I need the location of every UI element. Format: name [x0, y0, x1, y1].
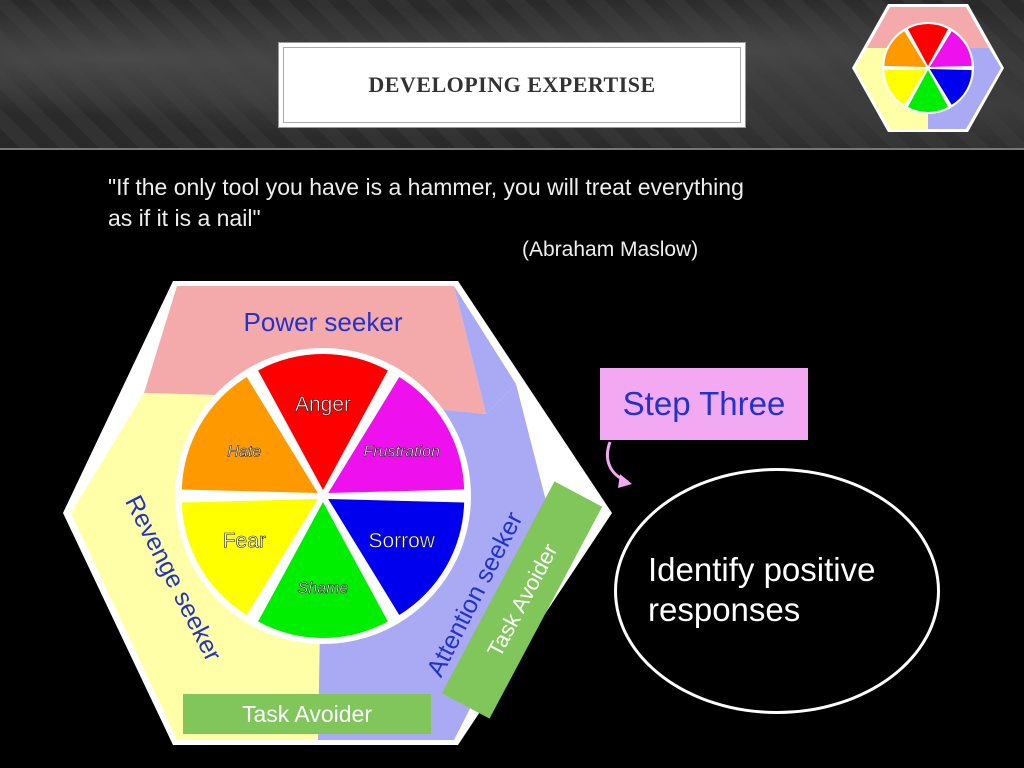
wheel-segment-fear: [181, 499, 318, 615]
step-three-box: Step Three: [600, 368, 808, 440]
response-line-2: responses: [648, 591, 801, 628]
wheel-segment-sorrow: [328, 499, 465, 615]
wheel-segment-hate: [181, 377, 318, 493]
quote-line-2: as if it is a nail": [108, 205, 261, 231]
response-line-1: Identify positive: [648, 551, 876, 588]
step-three-label: Step Three: [622, 385, 786, 422]
title-box: DEVELOPING EXPERTISE: [278, 42, 746, 128]
wheel-label-hate: Hate: [227, 444, 261, 461]
task-avoider-bottom-label: Task Avoider: [242, 700, 372, 727]
wheel-label-sorrow: Sorrow: [368, 529, 435, 552]
header-divider: [0, 148, 1024, 150]
wheel-label-frustration: Frustration: [363, 444, 440, 461]
task-avoider-bottom-tab: Task Avoider: [183, 694, 431, 734]
wheel-segment-hate: [884, 31, 927, 67]
wheel-segment-anger: [258, 354, 388, 490]
quote-attribution: (Abraham Maslow): [522, 238, 699, 261]
wheel-segment-anger: [907, 24, 949, 66]
wheel-segment-fear: [884, 69, 927, 105]
wheel-segment-sorrow: [929, 69, 972, 105]
wheel-segment-shame: [907, 70, 949, 112]
wheel-label-anger: Anger: [295, 393, 351, 416]
page-title: DEVELOPING EXPERTISE: [368, 72, 656, 97]
wheel-label-fear: Fear: [223, 529, 266, 552]
hexagon-wheel-logo: [852, 4, 1004, 132]
curved-arrow-icon: [605, 441, 632, 488]
response-oval: [614, 468, 940, 714]
logo-wheel: [884, 24, 972, 112]
wheel-segment-frustration: [929, 31, 972, 67]
response-oval-text: Identify positive responses: [648, 550, 918, 630]
power-seeker-label: Power seeker: [244, 307, 403, 337]
wheel-label-shame: Shame: [298, 580, 349, 597]
quote: "If the only tool you have is a hammer, …: [108, 172, 908, 234]
quote-line-1: "If the only tool you have is a hammer, …: [108, 174, 744, 200]
wheel-segment-shame: [258, 502, 388, 638]
wheel-segment-frustration: [328, 377, 465, 493]
